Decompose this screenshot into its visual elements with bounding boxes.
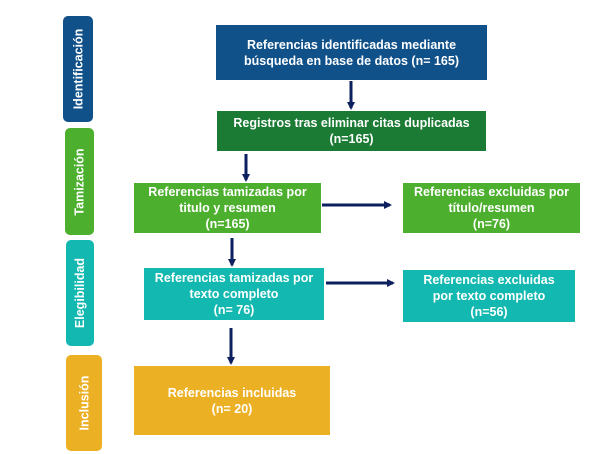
box-excluded-fulltext: Referencias excluidas por texto completo…	[403, 270, 575, 322]
box-line: Referencias incluidas	[167, 385, 297, 400]
box-line: Referencias tamizadas por	[154, 271, 314, 285]
box-excluded-title: Referencias excluidas por título/resumen…	[403, 183, 580, 233]
box-identified: Referencias identificadas mediante búsqu…	[216, 25, 487, 80]
box-line: (n= 20)	[211, 401, 253, 416]
box-line: texto completo	[189, 287, 279, 301]
phase-identificacion: Identificación	[63, 16, 93, 122]
box-line: (n=76)	[472, 217, 511, 231]
box-line: por texto completo	[432, 289, 546, 303]
box-line: (n=56)	[470, 305, 508, 319]
box-screened-fulltext: Referencias tamizadas por texto completo…	[144, 268, 324, 320]
box-line: título/resumen	[448, 201, 535, 215]
box-line: Referencias excluidas por	[414, 185, 569, 199]
box-included: Referencias incluidas (n= 20)	[134, 366, 330, 435]
box-line: Referencias identificadas mediante	[246, 37, 457, 52]
box-line: (n=165)	[329, 132, 374, 146]
phase-elegibilidad: Elegibilidad	[66, 240, 94, 346]
box-deduplicated: Registros tras eliminar citas duplicadas…	[217, 111, 486, 151]
box-screened-title: Referencias tamizadas por titulo y resum…	[134, 183, 321, 233]
box-line: titulo y resumen	[179, 201, 276, 215]
box-line: búsqueda en base de datos (n= 165)	[244, 53, 459, 68]
box-line: Registros tras eliminar citas duplicadas	[233, 116, 470, 130]
box-line: (n=165)	[205, 217, 250, 231]
box-line: Referencias tamizadas por	[148, 185, 307, 199]
box-line: (n= 76)	[213, 303, 255, 317]
phase-inclusion: Inclusión	[66, 355, 102, 451]
box-line: Referencias excluidas	[423, 273, 555, 287]
phase-tamizacion: Tamización	[65, 128, 94, 235]
